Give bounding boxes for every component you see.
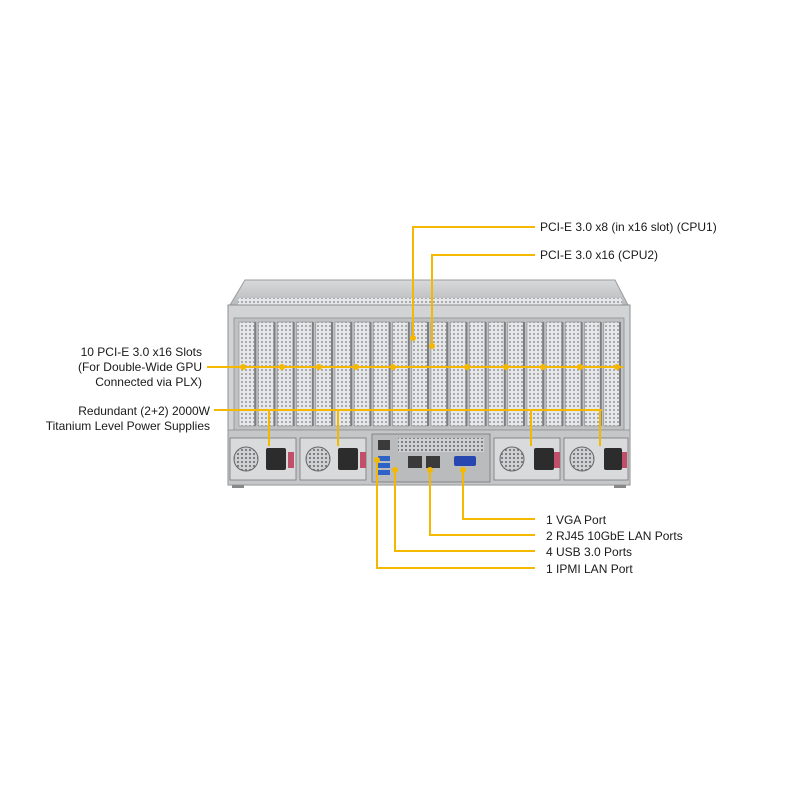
psu-3 (493, 437, 561, 481)
label-pcie-slots-line1: 10 PCI-E 3.0 x16 Slots (80, 345, 202, 359)
chassis-foot-right (614, 485, 626, 488)
callout-dot (240, 364, 246, 370)
pcie-slot-divider (350, 322, 353, 426)
callout-ipmi (376, 460, 535, 569)
label-usb: 4 USB 3.0 Ports (546, 545, 633, 559)
pcie-slot-divider (446, 322, 449, 426)
callout-dot (540, 364, 546, 370)
pcie-slot-divider (465, 322, 468, 426)
io-ipmi-port (378, 440, 390, 450)
callout-dot (503, 364, 509, 370)
psu-2 (299, 437, 367, 481)
pcie-slot-divider (311, 322, 314, 426)
pcie-slot-divider (523, 322, 525, 426)
callout-dot (427, 467, 433, 473)
io-usb-port-2 (378, 463, 390, 468)
label-psu-line2: Titanium Level Power Supplies (45, 419, 210, 433)
callout-dot (390, 364, 396, 370)
chassis-top-mesh (238, 298, 622, 306)
label-pcie-slots-line2: (For Double-Wide GPU (77, 360, 202, 374)
io-usb-port-3 (378, 470, 390, 475)
callout-pcie-cpu1 (412, 226, 535, 338)
callout-dot (353, 364, 359, 370)
callout-dot (279, 364, 285, 370)
callout-pcie-cpu2 (431, 254, 535, 346)
callout-dots (240, 335, 620, 473)
callout-dot (460, 467, 466, 473)
pcie-slot-divider (599, 322, 602, 426)
callout-dot (429, 343, 435, 349)
pcie-slot-divider (388, 322, 391, 426)
pcie-slot-divider (254, 322, 257, 426)
callout-lan (429, 470, 535, 536)
pcie-slot-brackets (238, 321, 621, 427)
pcie-slot-bracket (603, 321, 621, 427)
psu-1 (229, 437, 297, 481)
label-pcie-cpu1: PCI-E 3.0 x8 (in x16 slot) (CPU1) (540, 220, 717, 234)
pcie-slot-divider (503, 322, 506, 426)
pcie-slot-divider (273, 322, 276, 426)
chassis-foot-left (232, 485, 244, 488)
label-lan: 2 RJ45 10GbE LAN Ports (546, 529, 683, 543)
io-lan-port-2 (426, 456, 440, 468)
callout-usb (394, 470, 535, 552)
label-ipmi: 1 IPMI LAN Port (546, 562, 633, 576)
pcie-slot-divider (542, 322, 545, 426)
label-pcie-cpu2: PCI-E 3.0 x16 (CPU2) (540, 248, 659, 262)
callout-dot (374, 457, 380, 463)
callout-lines (207, 226, 623, 569)
pcie-slot-divider (427, 322, 429, 426)
callout-vga (462, 470, 535, 520)
callout-dot (392, 467, 398, 473)
psu-4 (563, 437, 629, 481)
callout-dot (464, 364, 470, 370)
label-pcie-slots-line3: Connected via PLX) (95, 375, 202, 389)
label-psu: Redundant (2+2) 2000W Titanium Level Pow… (46, 404, 210, 434)
pcie-slot-divider (292, 322, 295, 426)
pcie-slot-divider (484, 322, 487, 426)
label-psu-line1: Redundant (2+2) 2000W (78, 404, 210, 418)
io-usb-port-1 (378, 456, 390, 461)
pcie-slot-divider (619, 322, 621, 426)
callout-dot (316, 364, 322, 370)
pcie-slot-divider (407, 322, 410, 426)
callout-dot (577, 364, 583, 370)
callout-dot (614, 364, 620, 370)
io-lan-port-1 (408, 456, 422, 468)
io-panel-vent (398, 438, 484, 452)
io-vga-port (454, 456, 476, 466)
pcie-slot-divider (561, 322, 564, 426)
label-vga: 1 VGA Port (546, 513, 607, 527)
callout-dot (410, 335, 416, 341)
pcie-slot-divider (331, 322, 333, 426)
pcie-slot-divider (369, 322, 372, 426)
label-pcie-slots: 10 PCI-E 3.0 x16 Slots (For Double-Wide … (78, 345, 202, 390)
pcie-slot-divider (580, 322, 583, 426)
